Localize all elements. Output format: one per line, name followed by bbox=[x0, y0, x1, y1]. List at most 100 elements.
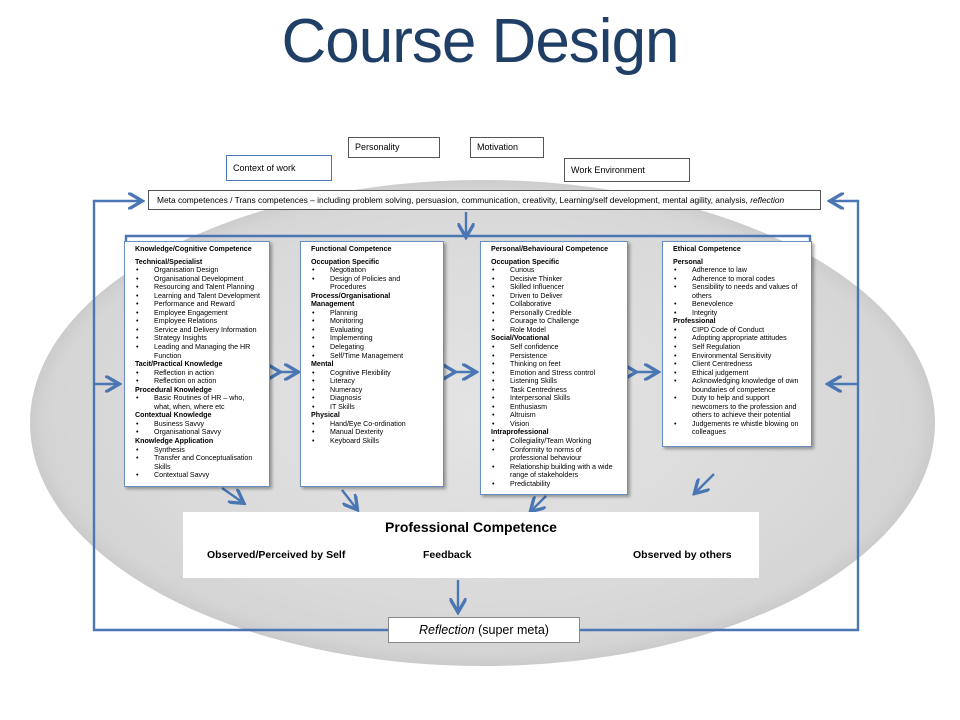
list-item: Reflection on action bbox=[135, 377, 260, 386]
section-list: Collegiality/Team WorkingConformity to n… bbox=[491, 437, 618, 488]
reflection-box: Reflection (super meta) bbox=[388, 617, 580, 643]
section-heading: Occupation Specific bbox=[311, 257, 380, 266]
ethical-competence-card: Ethical CompetencePersonalAdherence to l… bbox=[662, 241, 812, 447]
list-item: Vision bbox=[491, 420, 618, 429]
section-list: Business SavvyOrganisational Savvy bbox=[135, 420, 260, 437]
section-heading: Personal bbox=[673, 257, 703, 266]
list-item: Resourcing and Talent Planning bbox=[135, 283, 260, 292]
page-title: Course Design bbox=[281, 7, 679, 76]
section-list: Cognitive FlexibilityLiteracyNumeracyDia… bbox=[311, 369, 434, 412]
loop-right-line bbox=[580, 201, 860, 632]
section-heading: Mental bbox=[311, 360, 334, 369]
list-item: Strategy Insights bbox=[135, 334, 260, 343]
section-list: Basic Routines of HR – who, what, when, … bbox=[135, 394, 260, 411]
section-list: Organisation DesignOrganisational Develo… bbox=[135, 266, 260, 360]
list-item: Manual Dexterity bbox=[311, 428, 434, 437]
meta-italic: reflection bbox=[750, 195, 785, 205]
professional-competence-title: Professional Competence bbox=[385, 519, 557, 535]
list-item: Adherence to law bbox=[673, 266, 802, 275]
list-item: Business Savvy bbox=[135, 420, 260, 429]
list-item: Client Centredness bbox=[673, 360, 802, 369]
list-item: Numeracy bbox=[311, 386, 434, 395]
section-list: CuriousDecisive ThinkerSkilled Influence… bbox=[491, 266, 618, 334]
list-item: IT Skills bbox=[311, 403, 434, 412]
list-item: Duty to help and support newcomers to th… bbox=[673, 394, 802, 420]
list-item: Self confidence bbox=[491, 343, 618, 352]
section-list: CIPD Code of ConductAdopting appropriate… bbox=[673, 326, 802, 437]
list-item: Design of Policies and Procedures bbox=[311, 275, 434, 292]
list-item: Task Centredness bbox=[491, 386, 618, 395]
section-heading: Contextual Knowledge bbox=[135, 411, 212, 420]
list-item: Employee Engagement bbox=[135, 309, 260, 318]
list-item: Reflection in action bbox=[135, 369, 260, 378]
section-list: Self confidencePersistenceThinking on fe… bbox=[491, 343, 618, 428]
loop-left-line bbox=[92, 201, 388, 632]
list-item: Judgements re whistle blowing on colleag… bbox=[673, 420, 802, 437]
list-item: Organisation Design bbox=[135, 266, 260, 275]
card-title: Knowledge/Cognitive Competence bbox=[135, 245, 252, 253]
section-heading: Procedural Knowledge bbox=[135, 385, 212, 394]
list-item: Emotion and Stress control bbox=[491, 369, 618, 378]
list-item: Decisive Thinker bbox=[491, 275, 618, 284]
list-item: Sensibility to needs and values of other… bbox=[673, 283, 802, 300]
list-item: Enthusiasm bbox=[491, 403, 618, 412]
list-item: Evaluating bbox=[311, 326, 434, 335]
list-item: Collaborative bbox=[491, 300, 618, 309]
section-heading: Physical bbox=[311, 411, 340, 420]
list-item: Personally Credible bbox=[491, 309, 618, 318]
observed-by-self-label: Observed/Perceived by Self bbox=[207, 549, 346, 561]
section-list: Adherence to lawAdherence to moral codes… bbox=[673, 266, 802, 317]
list-item: Planning bbox=[311, 309, 434, 318]
list-item: Service and Delivery Information bbox=[135, 326, 260, 335]
list-item: Negotiation bbox=[311, 266, 434, 275]
list-item: Literacy bbox=[311, 377, 434, 386]
list-item: Performance and Reward bbox=[135, 300, 260, 309]
list-item: Synthesis bbox=[135, 446, 260, 455]
personality-box: Personality bbox=[348, 137, 440, 158]
section-heading: Tacit/Practical Knowledge bbox=[135, 360, 223, 369]
section-list: Reflection in actionReflection on action bbox=[135, 369, 260, 386]
list-item: Benevolence bbox=[673, 300, 802, 309]
reflection-italic: Reflection bbox=[419, 623, 475, 637]
section-heading: Knowledge Application bbox=[135, 437, 214, 446]
list-item: Acknowledging knowledge of own boundarie… bbox=[673, 377, 802, 394]
list-item: Transfer and Conceptualisation Skills bbox=[135, 454, 260, 471]
card3-to-prof-arrow bbox=[532, 495, 547, 510]
list-item: Role Model bbox=[491, 326, 618, 335]
list-item: Collegiality/Team Working bbox=[491, 437, 618, 446]
professional-competence-box: Professional Competence Observed/Perceiv… bbox=[183, 512, 759, 578]
list-item: Predictability bbox=[491, 480, 618, 489]
list-item: Environmental Sensitivity bbox=[673, 352, 802, 361]
list-item: Cognitive Flexibility bbox=[311, 369, 434, 378]
list-item: Courage to Challenge bbox=[491, 317, 618, 326]
list-item: Employee Relations bbox=[135, 317, 260, 326]
list-item: Self/Time Management bbox=[311, 352, 434, 361]
list-item: Ethical judgement bbox=[673, 369, 802, 378]
section-heading: Technical/Specialist bbox=[135, 257, 203, 266]
list-item: Delegating bbox=[311, 343, 434, 352]
list-item: Thinking on feet bbox=[491, 360, 618, 369]
list-item: Relationship building with a wide range … bbox=[491, 463, 618, 480]
list-item: Diagnosis bbox=[311, 394, 434, 403]
section-list: PlanningMonitoringEvaluatingImplementing… bbox=[311, 309, 434, 360]
section-list: SynthesisTransfer and Conceptualisation … bbox=[135, 446, 260, 480]
card2-to-prof-arrow bbox=[341, 489, 356, 508]
observed-by-others-label: Observed by others bbox=[633, 549, 732, 561]
card4-to-prof-arrow bbox=[696, 473, 715, 492]
list-item: Persistence bbox=[491, 352, 618, 361]
section-list: NegotiationDesign of Policies and Proced… bbox=[311, 266, 434, 292]
card-title: Functional Competence bbox=[311, 245, 392, 253]
list-item: Monitoring bbox=[311, 317, 434, 326]
meta-competences-box: Meta competences / Trans competences – i… bbox=[148, 190, 821, 210]
list-item: CIPD Code of Conduct bbox=[673, 326, 802, 335]
list-item: Learning and Talent Development bbox=[135, 292, 260, 301]
list-item: Altruism bbox=[491, 411, 618, 420]
list-item: Adopting appropriate attitudes bbox=[673, 334, 802, 343]
list-item: Organisational Development bbox=[135, 275, 260, 284]
context-of-work-box: Context of work bbox=[226, 155, 332, 181]
meta-text: Meta competences / Trans competences – i… bbox=[157, 195, 751, 205]
card-title: Personal/Behavioural Competence bbox=[491, 245, 609, 253]
section-heading: Professional bbox=[673, 317, 716, 326]
list-item: Conformity to norms of professional beha… bbox=[491, 446, 618, 463]
